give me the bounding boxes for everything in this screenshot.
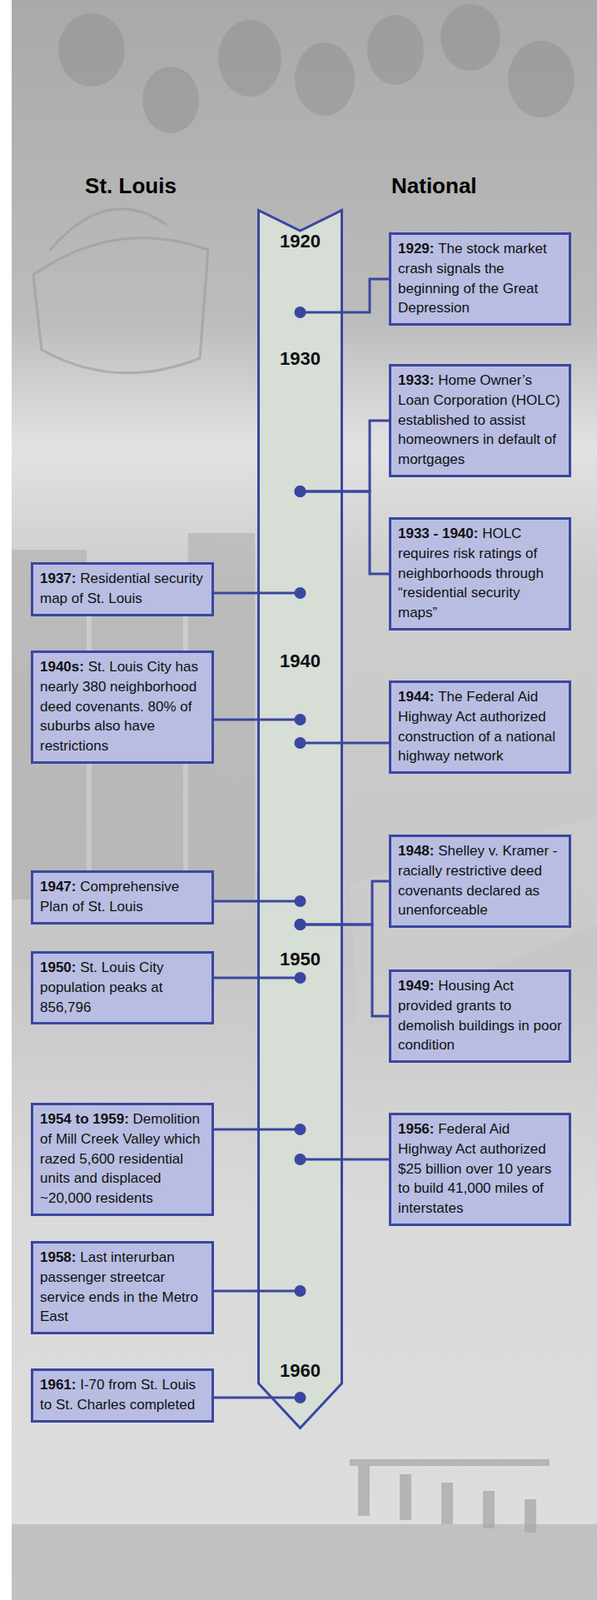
basket-outline xyxy=(33,208,209,374)
event-date: 1950: xyxy=(39,959,76,976)
photo-ground xyxy=(11,0,597,1600)
event-date: 1933 - 1940: xyxy=(398,525,478,542)
timeline-dot xyxy=(294,736,307,749)
timeline-dot xyxy=(294,1153,307,1165)
timeline-dot xyxy=(294,713,307,726)
timeline-connector xyxy=(213,1128,301,1131)
event-box: 1954 to 1959:Demolition of Mill Creek Va… xyxy=(30,1102,214,1216)
timeline-connector xyxy=(300,741,390,745)
buildings xyxy=(11,532,255,900)
event-box: 1948:Shelley v. Kramer - racially restri… xyxy=(388,834,572,928)
bridge-piers xyxy=(349,1458,550,1533)
timeline-dot xyxy=(294,1391,307,1403)
event-date: 1947: xyxy=(39,878,76,895)
event-box: 1933:Home Owner’s Loan Corporation (HOLC… xyxy=(388,363,572,478)
timeline-dot xyxy=(294,1284,307,1297)
event-date: 1937: xyxy=(39,570,76,587)
timeline-dot xyxy=(294,485,307,498)
timeline-connector xyxy=(213,592,301,595)
event-box: 1940s:St. Louis City has nearly 380 neig… xyxy=(30,650,214,764)
timeline-connector xyxy=(213,900,301,903)
timeline-dot xyxy=(294,895,307,907)
event-box: 1958:Last interurban passenger streetcar… xyxy=(30,1240,214,1334)
event-date: 1961: xyxy=(39,1376,76,1393)
event-box: 1947:Comprehensive Plan of St. Louis xyxy=(30,870,214,925)
event-box: 1937:Residential security map of St. Lou… xyxy=(30,562,214,617)
event-box: 1949:Housing Act provided grants to demo… xyxy=(388,969,572,1063)
event-date: 1940s: xyxy=(39,658,85,675)
timeline-connector xyxy=(213,976,301,980)
grass xyxy=(11,1523,597,1600)
timeline-connector xyxy=(213,1396,301,1399)
decade-label: 1960 xyxy=(257,1359,344,1382)
timeline-dot xyxy=(294,1123,307,1135)
event-date: 1949: xyxy=(398,977,434,994)
timeline-dot xyxy=(294,306,307,319)
decade-label: 1940 xyxy=(257,650,344,672)
timeline-band: 1920 1930 1940 1950 1960 xyxy=(257,208,344,1429)
timeline-dot xyxy=(294,971,307,984)
column-heading: National xyxy=(391,173,583,199)
timeline-connector xyxy=(213,718,301,722)
crowd-figures xyxy=(58,4,575,134)
event-box: 1933 - 1940:HOLC requires risk ratings o… xyxy=(388,517,572,631)
timeline-dot xyxy=(294,918,307,931)
event-date: 1933: xyxy=(398,372,434,389)
event-box: 1944:The Federal Aid Highway Act authori… xyxy=(388,680,572,774)
decade-label: 1920 xyxy=(257,230,344,253)
event-date: 1958: xyxy=(39,1248,76,1265)
event-date: 1929: xyxy=(398,240,434,257)
event-date: 1944: xyxy=(398,688,434,705)
timeline-connector xyxy=(213,1289,301,1293)
event-date: 1948: xyxy=(398,842,434,859)
timeline-dot xyxy=(294,918,307,931)
event-date: 1956: xyxy=(398,1120,434,1137)
event-date: 1954 to 1959: xyxy=(39,1110,130,1127)
event-box: 1961:I-70 from St. Louis to St. Charles … xyxy=(30,1368,214,1423)
timeline-connector xyxy=(300,1158,390,1161)
event-box: 1956:Federal Aid Highway Act authorized … xyxy=(388,1112,572,1226)
decade-label: 1950 xyxy=(257,948,344,971)
timeline-outline xyxy=(257,208,344,1429)
timeline-shape xyxy=(258,210,343,1428)
decade-label: 1930 xyxy=(257,348,344,370)
timeline-dot xyxy=(294,485,307,498)
column-heading: St. Louis xyxy=(30,173,231,199)
timeline-dot xyxy=(294,587,307,599)
event-box: 1950:St. Louis City population peaks at … xyxy=(30,950,214,1025)
event-box: 1929:The stock market crash signals the … xyxy=(388,232,572,326)
